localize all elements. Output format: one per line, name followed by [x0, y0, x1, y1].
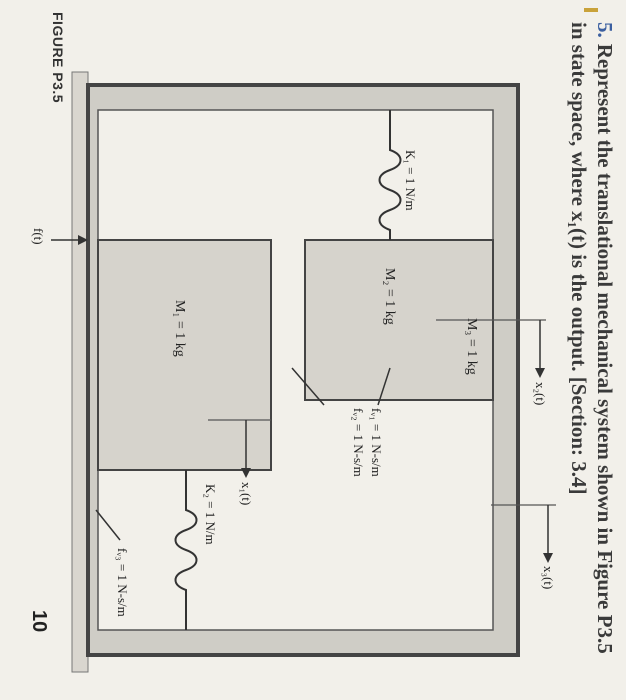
label-fv1: fᵥ₁ = 1 N-s/m	[369, 408, 384, 477]
label-m2: M₂ = 1 kg	[382, 268, 397, 325]
label-x2: x₂(t)	[533, 382, 548, 405]
label-k1: K₁ = 1 N/m	[403, 150, 418, 211]
m1-block	[97, 239, 272, 471]
x3-arrowhead	[543, 553, 553, 563]
label-force: f(t)	[31, 228, 46, 245]
label-x3: x₃(t)	[541, 566, 556, 589]
x2-arrowhead	[535, 368, 545, 378]
fv3-pointer	[95, 509, 121, 541]
ground-hatch	[71, 71, 89, 673]
x1-arrowhead	[241, 468, 251, 478]
label-m1: M₁ = 1 kg	[172, 300, 187, 357]
label-fv3: fᵥ₃ = 1 N-s/m	[115, 548, 130, 617]
figure-caption: FIGURE P3.5	[50, 12, 66, 104]
fv1-pointer	[377, 367, 391, 406]
label-x1: x₁(t)	[239, 482, 254, 505]
label-k2: K₂ = 1 N/m	[203, 484, 218, 545]
label-m3: M₃ = 1 kg	[464, 318, 479, 375]
label-fv2: fᵥ₂ = 1 N-s/m	[351, 408, 366, 477]
force-arrowhead	[78, 235, 88, 245]
k2-spring	[174, 470, 198, 630]
k1-spring	[378, 110, 402, 240]
fv2-pointer	[291, 367, 325, 406]
